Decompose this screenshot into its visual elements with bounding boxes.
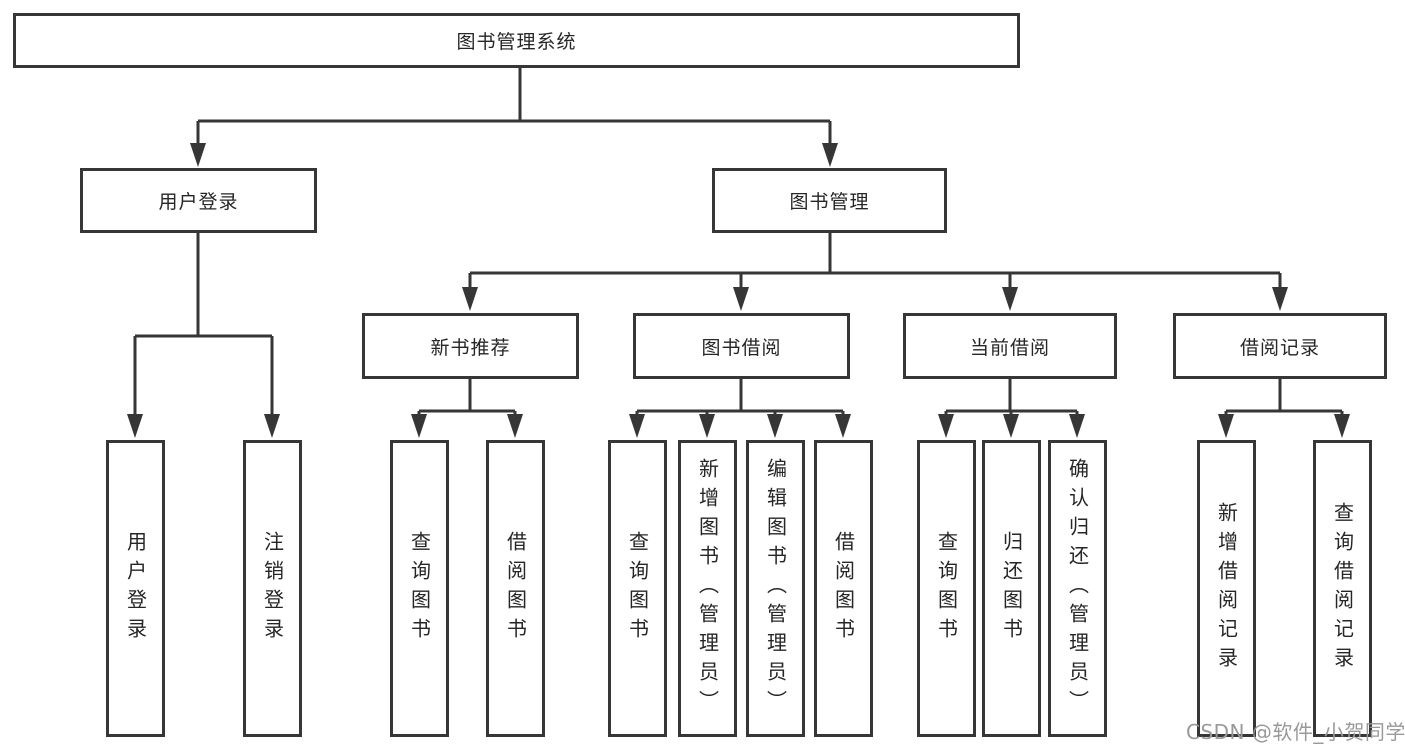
leaf-query-books-current: 查询图书 [917, 440, 976, 737]
connector-book-borrow-children [629, 379, 851, 438]
connector-borrow-records-children [1218, 379, 1350, 438]
leaf-query-books-borrow: 查询图书 [608, 440, 667, 737]
leaf-edit-books-admin: 编辑图书（管理员） [746, 440, 805, 737]
connector-new-book-children [411, 379, 523, 438]
leaf-add-books-admin: 新增图书（管理员） [678, 440, 737, 737]
leaf-add-borrow-record: 新增借阅记录 [1197, 440, 1256, 737]
node-book-management: 图书管理 [712, 168, 947, 233]
node-root: 图书管理系统 [13, 13, 1020, 68]
leaf-edit-books-admin-label: 编辑图书（管理员） [763, 458, 788, 719]
connector-current-borrow-children [938, 379, 1085, 438]
leaf-borrow-books-newbook: 借阅图书 [486, 440, 545, 737]
leaf-query-borrow-record-label: 查询借阅记录 [1330, 501, 1355, 676]
leaf-borrow-books-newbook-label: 借阅图书 [503, 530, 528, 647]
leaf-confirm-return-admin: 确认归还（管理员） [1048, 440, 1107, 737]
connector-user-login-children [127, 233, 280, 438]
leaf-add-borrow-record-label: 新增借阅记录 [1214, 501, 1239, 676]
node-book-borrow: 图书借阅 [633, 313, 850, 379]
leaf-return-books-label: 归还图书 [999, 530, 1024, 647]
node-root-label: 图书管理系统 [456, 31, 577, 53]
leaf-confirm-return-admin-label: 确认归还（管理员） [1065, 458, 1090, 719]
node-user-login-label: 用户登录 [158, 191, 239, 213]
node-new-book-recommend: 新书推荐 [362, 313, 579, 379]
leaf-query-books-newbook-label: 查询图书 [407, 530, 432, 647]
node-borrow-records: 借阅记录 [1173, 313, 1387, 379]
node-borrow-records-label: 借阅记录 [1239, 336, 1320, 359]
node-book-borrow-label: 图书借阅 [701, 336, 782, 359]
leaf-borrow-books-label: 借阅图书 [831, 530, 856, 647]
leaf-logout-label: 注销登录 [260, 530, 285, 647]
leaf-return-books: 归还图书 [982, 440, 1041, 737]
leaf-query-borrow-record: 查询借阅记录 [1313, 440, 1372, 737]
leaf-user-login: 用户登录 [106, 440, 165, 737]
connector-root-to-level2 [190, 68, 838, 167]
leaf-query-books-borrow-label: 查询图书 [625, 530, 650, 647]
node-new-book-recommend-label: 新书推荐 [430, 336, 511, 359]
connector-book-management-sections [462, 233, 1288, 311]
leaf-add-books-admin-label: 新增图书（管理员） [695, 458, 720, 719]
node-book-management-label: 图书管理 [789, 191, 870, 213]
leaf-user-login-label: 用户登录 [123, 530, 148, 647]
node-current-borrow-label: 当前借阅 [969, 336, 1050, 359]
node-user-login: 用户登录 [80, 168, 317, 233]
csdn-watermark: CSDN @软件_小贺同学 [1186, 720, 1405, 744]
leaf-query-books-newbook: 查询图书 [390, 440, 449, 737]
node-current-borrow: 当前借阅 [903, 313, 1117, 379]
leaf-borrow-books: 借阅图书 [814, 440, 873, 737]
leaf-logout: 注销登录 [243, 440, 302, 737]
leaf-query-books-current-label: 查询图书 [934, 530, 959, 647]
